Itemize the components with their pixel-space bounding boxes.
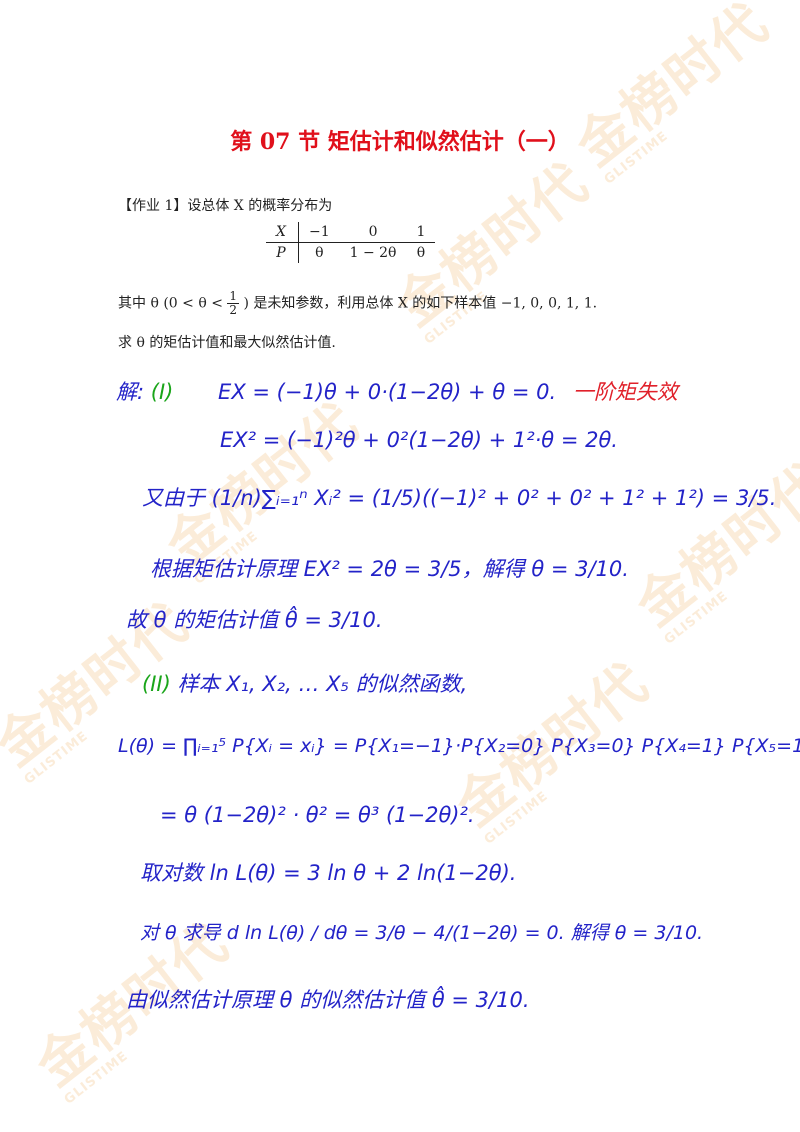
solution-line-1: 解: (I) EX = (−1)θ + 0·(1−2θ) + θ = 0. 一阶…: [116, 376, 678, 406]
table-cell: X: [266, 222, 299, 243]
table-cell: 1: [406, 222, 436, 243]
solution-line-4: 根据矩估计原理 EX² = 2θ = 3/5，解得 θ = 3/10.: [150, 557, 629, 581]
fraction-denominator: 2: [229, 303, 238, 317]
table-cell: P: [266, 242, 299, 263]
note: 一阶矩失效: [572, 380, 678, 404]
part-number: (II): [142, 672, 171, 696]
table-cell: 1 − 2θ: [349, 245, 397, 261]
solution-line-3: 又由于 (1/n)∑ᵢ₌₁ⁿ Xᵢ² = (1/5)((−1)² + 0² + …: [142, 486, 777, 510]
table-cell: θ: [416, 245, 426, 261]
solution-line-2: EX² = (−1)²θ + 0²(1−2θ) + 1²·θ = 2θ.: [220, 428, 618, 452]
table-cell: 0: [339, 222, 407, 243]
table-row: P θ 1 − 2θ θ: [266, 242, 435, 263]
solution-line-7: L(θ) = ∏ᵢ₌₁⁵ P{Xᵢ = xᵢ} = P{X₁=−1}·P{X₂=…: [118, 735, 800, 757]
distribution-table: X −1 0 1 P θ 1 − 2θ θ: [266, 222, 436, 263]
solution-label: 解:: [116, 380, 145, 404]
table-cell: −1: [298, 222, 340, 243]
problem-line-3: 求 θ 的矩估计值和最大似然估计值.: [118, 335, 336, 351]
solution-line-10: 对 θ 求导 d ln L(θ) / dθ = 3/θ − 4/(1−2θ) =…: [140, 922, 704, 944]
fraction-numerator: 1: [227, 289, 240, 304]
problem-line-2-start: 其中 θ (0 < θ <: [118, 295, 223, 312]
solution-line-9: 取对数 ln L(θ) = 3 ln θ + 2 ln(1−2θ).: [140, 861, 517, 885]
solution-line-11: 由似然估计原理 θ 的似然估计值 θ̂ = 3/10.: [126, 988, 530, 1012]
solution-line-6-text: 样本 X₁, X₂, … X₅ 的似然函数,: [177, 672, 468, 696]
part-number: (I): [150, 380, 174, 404]
equation: EX = (−1)θ + 0·(1−2θ) + θ = 0.: [218, 380, 557, 404]
solution-line-6: (II) 样本 X₁, X₂, … X₅ 的似然函数,: [142, 668, 467, 698]
solution-line-5: 故 θ 的矩估计值 θ̂ = 3/10.: [126, 608, 383, 632]
problem-line-1: 【作业 1】设总体 X 的概率分布为: [118, 198, 333, 214]
table-cell: θ: [315, 245, 324, 261]
solution-line-8: = θ (1−2θ)² · θ² = θ³ (1−2θ)².: [160, 803, 475, 827]
table-row: X −1 0 1: [266, 222, 436, 243]
problem-line-2-end: ) 是未知参数，利用总体 X 的如下样本值 −1, 0, 0, 1, 1.: [243, 295, 598, 312]
page-title: 第 07 节 矩估计和似然估计（一）: [230, 129, 570, 155]
